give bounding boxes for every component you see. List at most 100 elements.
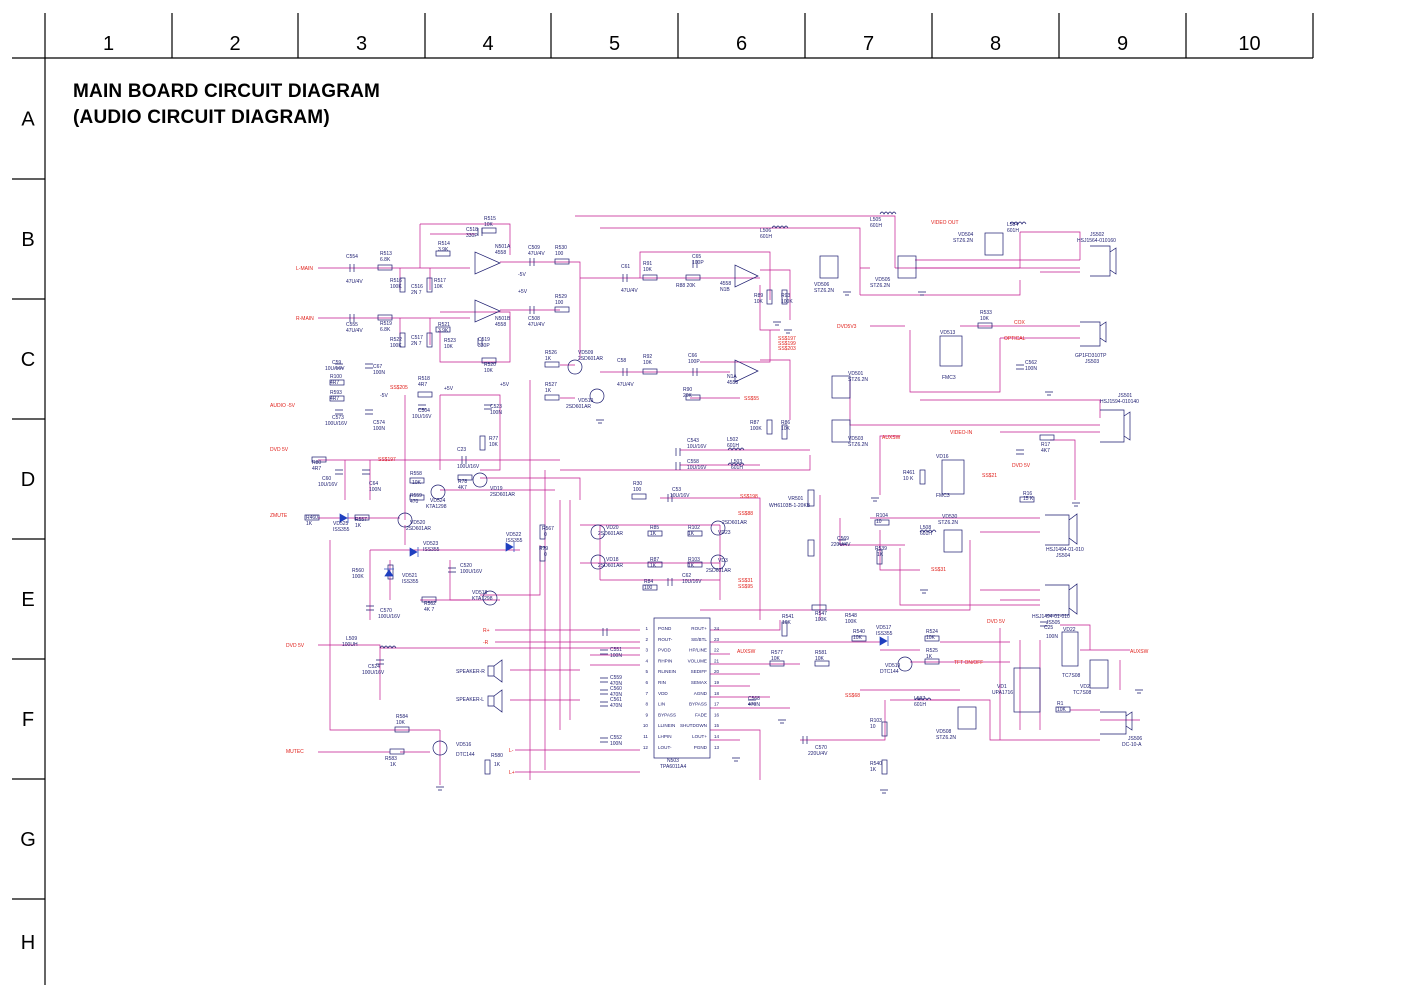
diagram-title-line2: (AUDIO CIRCUIT DIAGRAM) bbox=[73, 107, 330, 128]
label: C516 bbox=[411, 284, 423, 290]
label: C523 bbox=[490, 404, 502, 410]
label: 4R7 bbox=[330, 396, 339, 402]
label: 330P bbox=[466, 233, 478, 239]
label: R559 bbox=[410, 493, 422, 499]
label: STZ6.2N bbox=[814, 288, 834, 294]
label: R87 bbox=[750, 420, 759, 426]
label: 4558 bbox=[720, 281, 731, 287]
label: R79 bbox=[539, 546, 548, 552]
label: 4558 bbox=[727, 380, 738, 386]
label: STZ6.2N bbox=[938, 520, 958, 526]
label: 4558 bbox=[495, 322, 506, 328]
label: VD503 bbox=[848, 436, 864, 442]
label: TC7S08 bbox=[1062, 673, 1081, 679]
label: STZ6.2N bbox=[953, 238, 973, 244]
amp-pin-number: 7 bbox=[645, 691, 648, 696]
label: R583 bbox=[385, 756, 397, 762]
label: VR501 bbox=[788, 496, 804, 502]
amp-pin-name: LIN bbox=[658, 702, 665, 707]
label: 10K bbox=[754, 299, 764, 305]
label: R539 bbox=[875, 546, 887, 552]
label: R17 bbox=[1041, 442, 1050, 448]
label: R77 bbox=[489, 436, 498, 442]
amp-pin-number: 11 bbox=[643, 734, 648, 739]
row-label: H bbox=[21, 932, 35, 954]
label: FMC3 bbox=[936, 493, 950, 499]
label: 601H bbox=[920, 531, 932, 537]
label: 100N bbox=[610, 741, 622, 747]
signal-ss5-e: SS$203 bbox=[778, 346, 796, 352]
label: 3.9K bbox=[438, 328, 449, 334]
label: 100U/16V bbox=[362, 670, 385, 676]
label: VD1 bbox=[997, 684, 1007, 690]
label: 10K bbox=[434, 284, 444, 290]
label: R85 bbox=[650, 525, 659, 531]
label: R86 bbox=[781, 420, 790, 426]
label: C66 bbox=[688, 353, 697, 359]
signal-video-out: VIDEO OUT bbox=[931, 220, 959, 226]
signal-speaker-r: SPEAKER-R bbox=[456, 669, 485, 675]
label: 100 bbox=[555, 251, 564, 257]
label: 10K bbox=[412, 480, 422, 486]
label: R540 bbox=[853, 629, 865, 635]
label: R30 bbox=[633, 481, 642, 487]
label: R520 bbox=[484, 362, 496, 368]
label: 1K bbox=[650, 531, 657, 537]
label: -5V bbox=[518, 272, 526, 278]
label: C62 bbox=[682, 573, 691, 579]
label: 100N bbox=[1025, 366, 1037, 372]
label: 100K bbox=[750, 426, 762, 432]
label: R530 bbox=[555, 245, 567, 251]
signal-ss5-k: SS$21 bbox=[982, 473, 997, 479]
label: R567 bbox=[542, 526, 554, 532]
label: 470N bbox=[748, 702, 760, 708]
label: L502 bbox=[727, 437, 738, 443]
label: 47U/4V bbox=[528, 322, 545, 328]
label: C59 bbox=[332, 360, 341, 366]
amp-pin-name: AGND bbox=[694, 691, 708, 696]
signal-cox: COX bbox=[1014, 320, 1026, 326]
amp-pin-number: 16 bbox=[714, 712, 720, 717]
label: DTC144 bbox=[456, 752, 475, 758]
label: 10U/16V bbox=[682, 579, 702, 585]
label: 4K7 bbox=[458, 485, 467, 491]
label: JS502 bbox=[1090, 232, 1104, 238]
label: R93 bbox=[781, 293, 790, 299]
label: 47U/4V bbox=[346, 328, 363, 334]
label: 100U/16V bbox=[457, 464, 480, 470]
label: 601H bbox=[870, 223, 882, 229]
label: C569 bbox=[837, 536, 849, 542]
label: 100N bbox=[610, 653, 622, 659]
label: 330P bbox=[478, 343, 490, 349]
label: C552 bbox=[610, 735, 622, 741]
label: 4558 bbox=[495, 250, 506, 256]
label: VD516 bbox=[456, 742, 472, 748]
column-label: 6 bbox=[736, 33, 747, 55]
row-label: D bbox=[21, 469, 35, 491]
label: VD22 bbox=[1063, 627, 1076, 633]
label: STZ6.2N bbox=[870, 283, 890, 289]
signal-auxsw-c: AUXSW bbox=[1130, 649, 1149, 655]
label: R541 bbox=[782, 614, 794, 620]
label: R78 bbox=[458, 479, 467, 485]
label: 47U/4V bbox=[346, 279, 363, 285]
label: C570 bbox=[815, 745, 827, 751]
amp-pin-number: 10 bbox=[643, 723, 649, 728]
amp-pin-number: 4 bbox=[645, 658, 648, 663]
amp-pin-number: 21 bbox=[714, 658, 720, 663]
amp-pin-name: PGND bbox=[694, 745, 708, 750]
label: R533 bbox=[980, 310, 992, 316]
label: 1K bbox=[390, 762, 397, 768]
label: 601H bbox=[914, 702, 926, 708]
label: 1K bbox=[545, 388, 552, 394]
signal-ss5-d: SS$199 bbox=[778, 341, 796, 347]
label: C573 bbox=[332, 415, 344, 421]
label: R547 bbox=[815, 611, 827, 617]
label: R89 bbox=[754, 293, 763, 299]
label: R525 bbox=[926, 648, 938, 654]
signal-l-plus: L+ bbox=[509, 770, 515, 776]
label: 100 bbox=[555, 300, 564, 306]
label: 100K bbox=[390, 343, 402, 349]
label: 10K bbox=[1057, 707, 1067, 713]
label: 1K bbox=[877, 552, 884, 558]
